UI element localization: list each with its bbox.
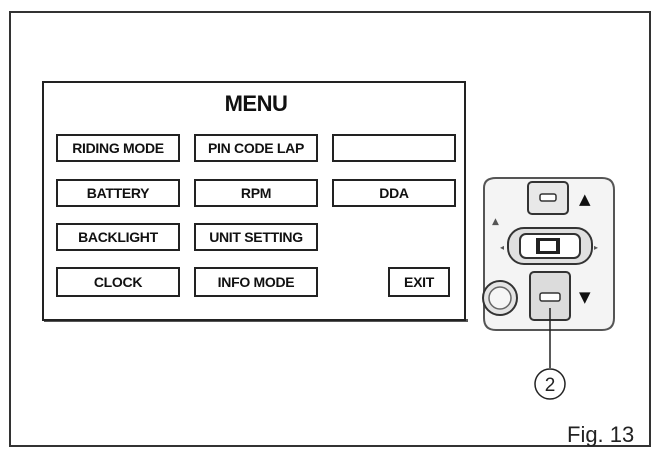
- exit-button[interactable]: EXIT: [388, 267, 450, 297]
- info-mode-button[interactable]: INFO MODE: [194, 267, 318, 297]
- small-triangle-icon: ▲: [492, 217, 499, 227]
- toggle-switch-icon[interactable]: ◂ ▸: [500, 227, 598, 265]
- riding-mode-button[interactable]: RIDING MODE: [56, 134, 180, 162]
- battery-button[interactable]: BATTERY: [56, 179, 180, 207]
- rpm-button[interactable]: RPM: [194, 179, 318, 207]
- empty-menu-button[interactable]: [332, 134, 456, 162]
- svg-text:◂: ◂: [500, 243, 504, 252]
- callout-number: 2: [545, 375, 556, 396]
- clock-button[interactable]: CLOCK: [56, 267, 180, 297]
- callout-circle: [534, 368, 566, 400]
- down-button[interactable]: [529, 271, 571, 321]
- pin-code-lap-button[interactable]: PIN CODE LAP: [194, 134, 318, 162]
- up-button[interactable]: [527, 181, 569, 215]
- handlebar-switch-diagram: ▲ ◂ ▸ ▲ ▼ 2: [482, 177, 615, 400]
- svg-text:▸: ▸: [594, 243, 598, 252]
- arrow-up-icon: ▲: [579, 190, 591, 208]
- menu-title: MENU: [224, 91, 288, 116]
- dda-button[interactable]: DDA: [332, 179, 456, 207]
- backlight-button[interactable]: BACKLIGHT: [56, 223, 180, 251]
- unit-setting-button[interactable]: UNIT SETTING: [194, 223, 318, 251]
- arrow-down-icon: ▼: [579, 288, 591, 306]
- menu-screen: MENU RIDING MODE PIN CODE LAP BATTERY RP…: [42, 81, 466, 321]
- figure-label: Fig. 13: [567, 422, 635, 447]
